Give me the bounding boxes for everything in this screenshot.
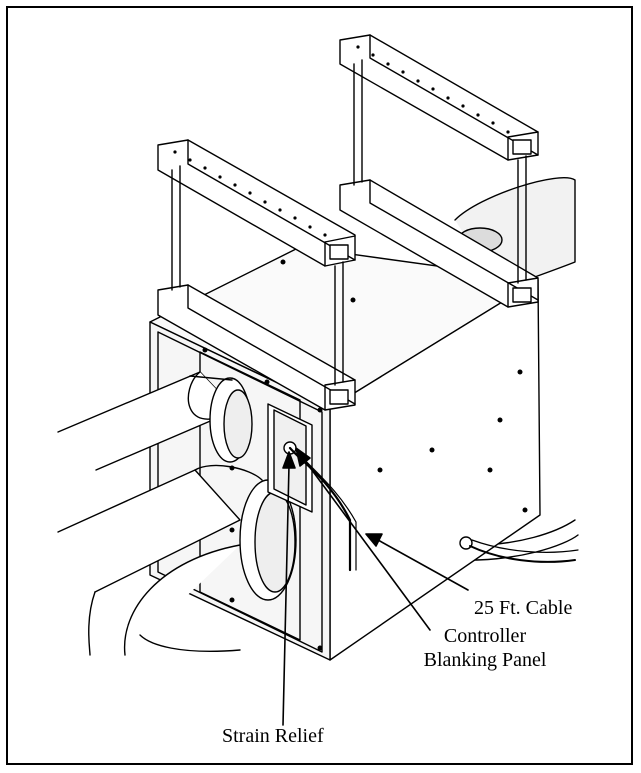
rear-hanger [339,34,539,308]
arrow-cable [377,539,469,591]
arrow-cable-head [365,533,383,547]
callout-arrows [282,447,469,726]
arrow-strain-head [282,451,296,469]
label-controller-line2: Blanking Panel [423,649,547,671]
side-cable-connector [459,536,579,563]
arrow-strain [282,464,290,726]
arrow-controller-head [295,447,311,467]
label-controller-line1: Controller [443,625,527,647]
screw-dots [167,259,528,651]
arrow-controller [302,457,431,631]
label-strain-relief: Strain Relief [222,725,324,747]
label-25ft-cable: 25 Ft. Cable [474,597,573,619]
figure-border [6,6,633,765]
label-controller-blanking-panel: Controller Blanking Panel [400,624,570,672]
front-hanger [157,139,356,411]
lower-front-duct [57,464,297,656]
upper-front-duct [57,371,253,471]
